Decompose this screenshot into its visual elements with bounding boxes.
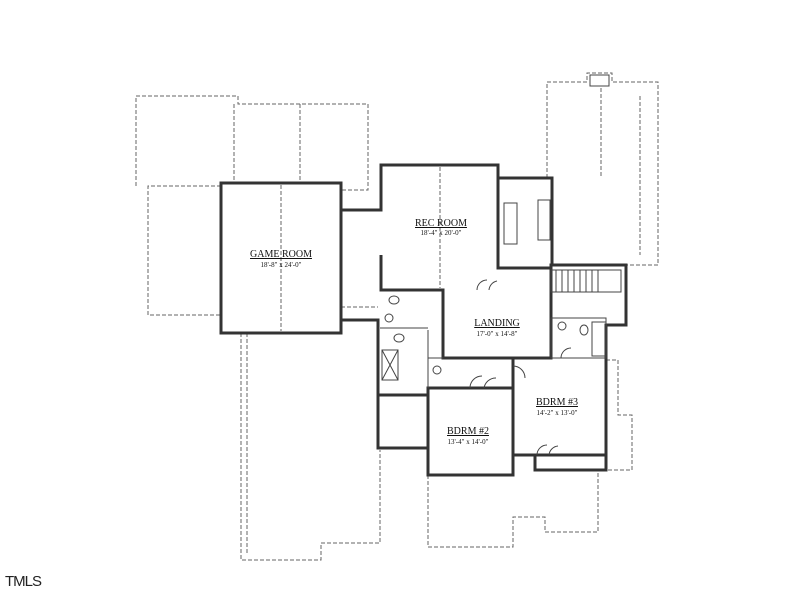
bdrm3-dims: 14'-2" x 13'-0" bbox=[537, 409, 578, 417]
game-room-walls bbox=[219, 181, 343, 335]
rec-room-dims: 18'-4" x 20'-0" bbox=[421, 229, 462, 237]
door-swing bbox=[512, 365, 526, 379]
door-swing bbox=[536, 444, 559, 456]
bdrm2-label: BDRM #2 bbox=[447, 426, 489, 437]
sink bbox=[384, 313, 394, 323]
rec-room-label: REC ROOM bbox=[415, 218, 467, 229]
door-swing bbox=[469, 375, 497, 389]
game-room-dims: 18'-8" x 24'-0" bbox=[261, 261, 302, 269]
door-swing bbox=[560, 347, 572, 359]
landing-label: LANDING bbox=[474, 318, 520, 329]
bathtub bbox=[591, 321, 607, 357]
toilet bbox=[393, 333, 405, 343]
toilet bbox=[579, 324, 589, 336]
bdrm2-dims: 13'-4" x 14'-0" bbox=[448, 438, 489, 446]
sink bbox=[432, 365, 442, 375]
toilet bbox=[388, 295, 400, 305]
landing-dims: 17'-0" x 14'-8" bbox=[477, 330, 518, 338]
walls bbox=[219, 163, 628, 477]
sink bbox=[557, 321, 567, 331]
bdrm3-label: BDRM #3 bbox=[536, 397, 578, 408]
stairs bbox=[555, 270, 599, 292]
watermark: TMLS bbox=[5, 573, 42, 590]
roof-outlines bbox=[135, 72, 659, 561]
game-room-label: GAME ROOM bbox=[250, 249, 312, 260]
shower bbox=[381, 349, 399, 381]
room-labels: GAME ROOM 18'-8" x 24'-0" REC ROOM 18'-4… bbox=[250, 218, 578, 446]
door-swing bbox=[476, 279, 498, 291]
